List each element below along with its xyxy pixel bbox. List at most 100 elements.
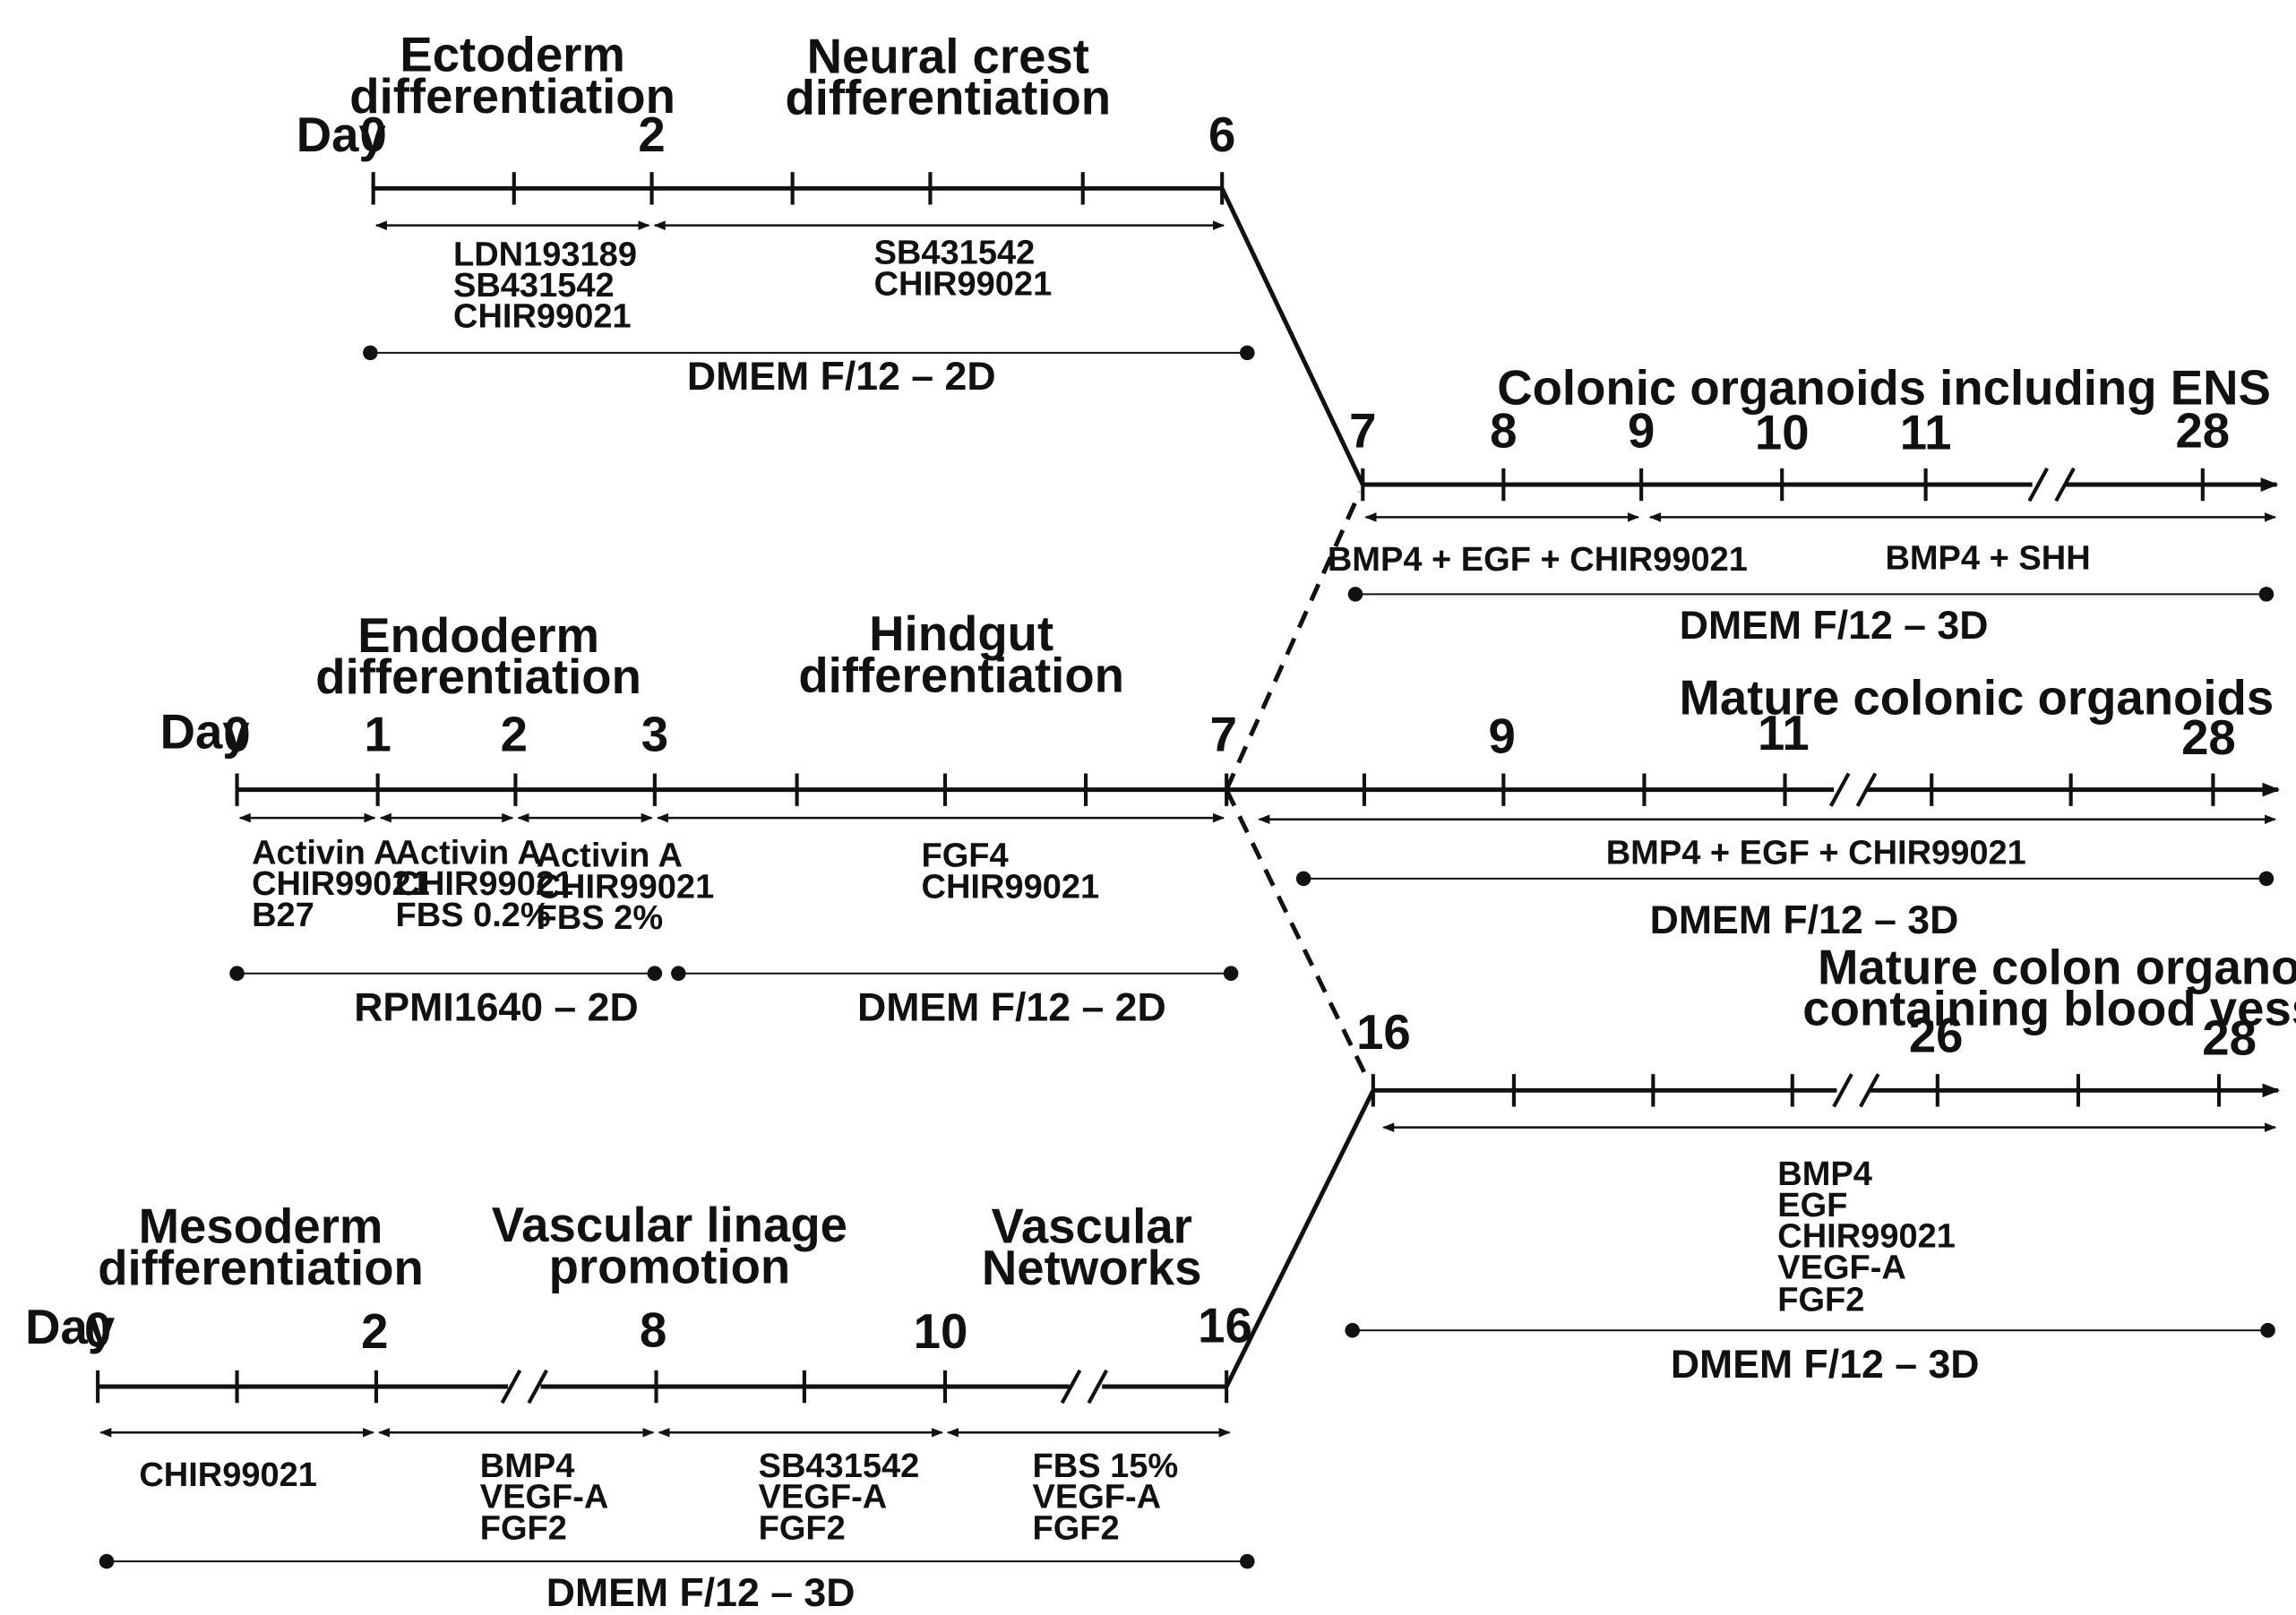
ectoderm-tick-label: 2 [638, 107, 665, 162]
hindgut-factor: CHIR99021 [922, 868, 1100, 906]
hindgut-medium: DMEM F/12 – 2D [857, 986, 1166, 1030]
colonic-ens-medium: DMEM F/12 – 3D [1680, 604, 1989, 648]
mature-colonic-factor: BMP4 + EGF + CHIR99021 [1606, 834, 2026, 872]
endoderm-tick-label: 3 [641, 708, 668, 762]
vascular-linage-factor: VEGF-A [480, 1479, 609, 1516]
mature-colonic-tick-label: 11 [1758, 706, 1810, 760]
endoderm-factor: CHIR99021 [252, 865, 430, 903]
medium-dot [99, 1553, 115, 1569]
endoderm-factor: CHIR99021 [537, 868, 715, 906]
ectoderm-day-label: Day [297, 107, 387, 162]
endoderm-ticks [235, 773, 1229, 806]
blood-vessel-factor: FGF2 [1777, 1282, 1864, 1319]
ectoderm-factor: SB431542 [453, 267, 615, 305]
endoderm-factor: Activin A [395, 834, 541, 872]
colonic-ens-factor: BMP4 + SHH [1885, 539, 2090, 577]
medium-dot [1223, 966, 1239, 981]
colonic-ens-panel: Colonic organoids including ENS 7 8 9 10… [1328, 361, 2279, 648]
hindgut-title: Hindgut [869, 606, 1053, 661]
mesoderm-tick-label: 8 [640, 1302, 666, 1357]
medium-dot [1345, 1322, 1360, 1338]
medium-dot [363, 345, 378, 361]
medium-dot [2258, 871, 2275, 887]
vascular-linage-title: Vascular linage [492, 1198, 847, 1252]
blood-vessel-factor: EGF [1777, 1187, 1847, 1224]
blood-vessel-factor: VEGF-A [1777, 1249, 1906, 1286]
vascular-networks-title: Vascular [991, 1199, 1191, 1254]
connector-mesoderm-to-vascular [1224, 1089, 1376, 1388]
ectoderm-title: Ectoderm [400, 28, 625, 82]
vascular-linage-factor: FGF2 [480, 1509, 567, 1547]
endoderm-tick-label: 0 [223, 708, 250, 762]
endoderm-factor: Activin A [537, 838, 683, 875]
endoderm-tick-label: 2 [501, 708, 528, 762]
mature-colonic-title: Mature colonic organoids [1679, 670, 2274, 725]
ectoderm-factor: CHIR99021 [453, 298, 632, 336]
connector-ectoderm-to-colonic [1219, 187, 1365, 486]
mature-colonic-medium: DMEM F/12 – 3D [1650, 898, 1959, 942]
mature-colonic-panel: Mature colonic organoids 9 11 28 BMP4 + … [1226, 670, 2281, 942]
colonic-ens-tick-label: 9 [1628, 404, 1655, 459]
vascular-linage-factor: FGF2 [759, 1509, 846, 1547]
blood-vessel-tick-label: 26 [1909, 1008, 1964, 1062]
vascular-linage-factor: BMP4 [480, 1447, 575, 1485]
colonic-ens-tick-label: 11 [1900, 405, 1952, 460]
colonic-ens-tick-label: 8 [1490, 404, 1517, 459]
medium-dot [2258, 587, 2275, 602]
endoderm-factor: FBS 2% [537, 899, 664, 937]
endoderm-title-2: differentiation [315, 649, 641, 704]
medium-dot [1347, 587, 1363, 602]
mesoderm-panel: Mesoderm differentiation Vascular linage… [25, 1198, 1255, 1615]
medium-dot [671, 966, 686, 981]
vascular-networks-factor: FGF2 [1033, 1509, 1120, 1547]
endoderm-factor: Activin A [252, 834, 398, 872]
blood-vessel-medium: DMEM F/12 – 3D [1671, 1343, 1980, 1387]
medium-dot [229, 966, 245, 981]
ectoderm-panel: Ectoderm differentiation Neural crest di… [297, 28, 1255, 399]
ectoderm-factor: LDN193189 [453, 236, 637, 273]
medium-dot [1295, 871, 1311, 887]
blood-vessel-title-2: containing blood vessels [1802, 982, 2296, 1036]
blood-vessel-tick-label: 16 [1356, 1005, 1411, 1060]
colonic-ens-tick-label: 7 [1349, 404, 1376, 459]
vascular-linage-factor: SB431542 [759, 1447, 920, 1485]
mesoderm-ticks [96, 1370, 1229, 1404]
medium-dot [1240, 345, 1255, 361]
endoderm-medium: RPMI1640 – 2D [354, 986, 639, 1030]
ectoderm-medium: DMEM F/12 – 2D [687, 355, 996, 399]
vascular-linage-title-2: promotion [549, 1239, 791, 1293]
endoderm-factor: CHIR99021 [395, 865, 573, 903]
mesoderm-title: Mesoderm [139, 1199, 383, 1254]
colonic-ens-tick-label: 28 [2175, 404, 2230, 459]
endoderm-title: Endoderm [357, 608, 599, 663]
axis-break [500, 1369, 548, 1405]
endoderm-factor: FBS 0.2% [395, 897, 550, 934]
hindgut-factor: FGF4 [922, 838, 1009, 875]
mesoderm-title-2: differentiation [98, 1241, 424, 1295]
blood-vessel-title: Mature colon organoids [1818, 940, 2296, 994]
blood-vessel-factor: CHIR99021 [1777, 1218, 1956, 1256]
ectoderm-tick-label: 0 [360, 107, 387, 162]
mesoderm-tick-label: 16 [1198, 1298, 1252, 1353]
mesoderm-day-label: Day [25, 1300, 116, 1354]
mature-colonic-tick-label: 9 [1489, 709, 1516, 763]
colonic-ens-title: Colonic organoids including ENS [1497, 361, 2271, 416]
endoderm-day-label: Day [160, 704, 251, 759]
ectoderm-title-2: differentiation [349, 69, 675, 124]
axis-break [1828, 772, 1878, 807]
axis-break [2027, 467, 2076, 503]
medium-dot [1240, 1553, 1255, 1569]
axis-break [1060, 1369, 1109, 1405]
colonic-ens-tick-label: 10 [1755, 405, 1810, 460]
mature-colonic-tick-label: 28 [2181, 710, 2236, 765]
ectoderm-tick-label: 6 [1208, 107, 1235, 162]
hindgut-title-2: differentiation [798, 649, 1124, 703]
neural-crest-factor: CHIR99021 [874, 265, 1053, 303]
ectoderm-ticks [371, 172, 1225, 205]
mesoderm-medium: DMEM F/12 – 3D [546, 1571, 856, 1615]
axis-break [1832, 1073, 1880, 1108]
medium-dot [647, 966, 663, 981]
neural-crest-title: Neural crest [807, 29, 1089, 83]
mesoderm-factor: CHIR99021 [139, 1456, 317, 1494]
